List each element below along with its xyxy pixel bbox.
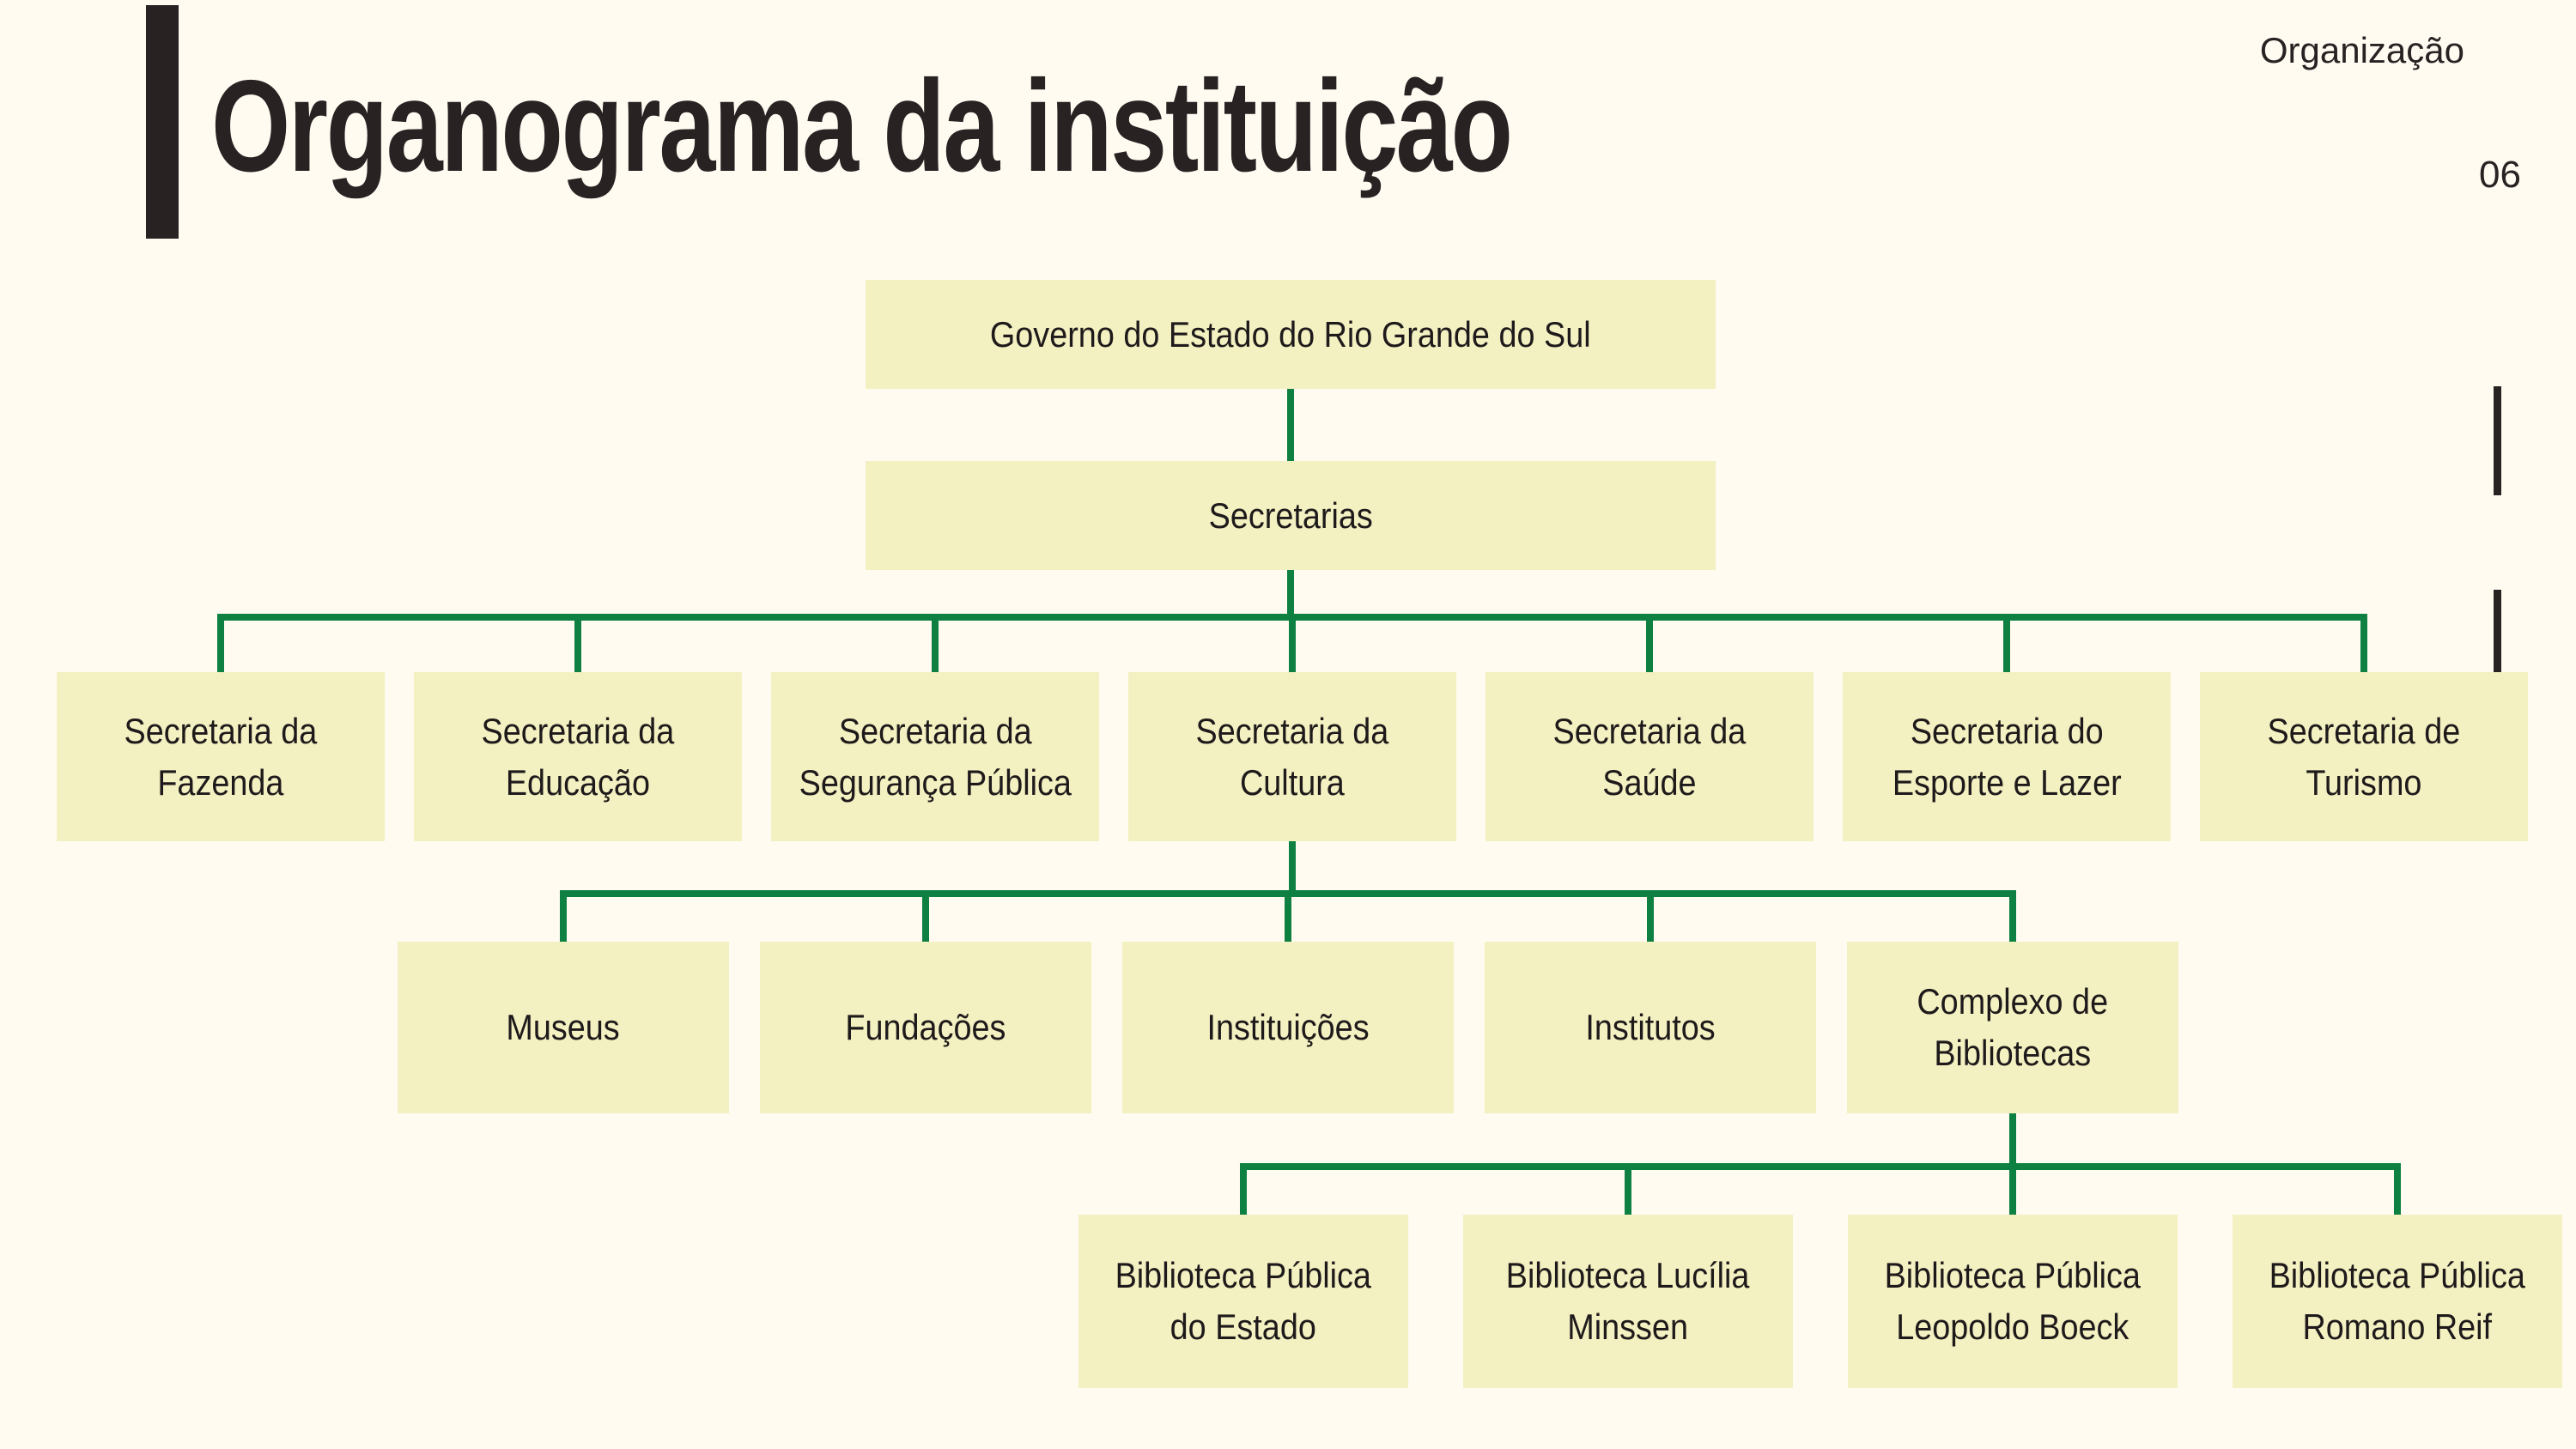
- org-node-label: Instituições: [1206, 1007, 1370, 1047]
- org-node-governo: Governo do Estado do Rio Grande do Sul: [866, 280, 1716, 389]
- org-node-biblioteca-lucilia: Biblioteca Lucília Minssen: [1463, 1215, 1793, 1388]
- connector-cultura-rail: [1289, 841, 1296, 890]
- org-node-fazenda: Secretaria da Fazenda: [57, 672, 385, 841]
- connector-secretarias-rail: [1287, 570, 1294, 614]
- org-node-seguranca: Secretaria da Segurança Pública: [771, 672, 1099, 841]
- org-node-label: Governo do Estado do Rio Grande do Sul: [990, 313, 1591, 355]
- connector-drop-cultura: [1289, 614, 1296, 672]
- connector-drop-fundacoes: [922, 890, 929, 942]
- org-node-label: Fundações: [845, 1007, 1006, 1047]
- org-node-label: Biblioteca Pública Leopoldo Boeck: [1884, 1255, 2142, 1347]
- connector-drop-bpe: [1240, 1163, 1247, 1215]
- connector-drop-complexo: [2009, 890, 2016, 942]
- right-edge-bar-bottom: [2494, 590, 2501, 684]
- org-node-educacao: Secretaria da Educação: [414, 672, 742, 841]
- title-accent-bar: [146, 5, 179, 239]
- connector-root-secretarias: [1287, 389, 1294, 461]
- org-node-label: Secretarias: [1208, 494, 1373, 536]
- connector-drop-esporte: [2003, 614, 2010, 672]
- connector-drop-fazenda: [217, 614, 224, 672]
- org-node-biblioteca-leopoldo: Biblioteca Pública Leopoldo Boeck: [1848, 1215, 2178, 1388]
- org-node-label: Biblioteca Lucília Minssen: [1506, 1255, 1750, 1347]
- org-node-turismo: Secretaria de Turismo: [2200, 672, 2528, 841]
- connector-rail-level5: [1240, 1163, 2401, 1170]
- connector-drop-institutos: [1647, 890, 1654, 942]
- org-node-label: Secretaria do Esporte e Lazer: [1892, 710, 2122, 803]
- org-node-fundacoes: Fundações: [760, 942, 1091, 1113]
- org-node-label: Institutos: [1585, 1007, 1716, 1047]
- org-node-saude: Secretaria da Saúde: [1485, 672, 1814, 841]
- org-node-museus: Museus: [398, 942, 729, 1113]
- org-node-label: Secretaria da Educação: [481, 710, 675, 803]
- org-node-label: Secretaria da Segurança Pública: [799, 710, 1072, 803]
- org-node-label: Biblioteca Pública do Estado: [1115, 1255, 1372, 1347]
- org-node-secretarias: Secretarias: [866, 461, 1716, 570]
- eyebrow-label: Organização: [2259, 30, 2464, 70]
- page-title: Organograma da instituição: [211, 53, 1513, 199]
- org-node-instituicoes: Instituições: [1122, 942, 1454, 1113]
- connector-drop-museus: [560, 890, 567, 942]
- connector-drop-romano: [2394, 1163, 2401, 1215]
- org-node-label: Secretaria da Fazenda: [124, 710, 318, 803]
- connector-drop-saude: [1646, 614, 1653, 672]
- org-node-label: Secretaria da Saúde: [1552, 710, 1747, 803]
- org-node-label: Secretaria de Turismo: [2267, 710, 2461, 803]
- org-node-complexo-bibliotecas: Complexo de Bibliotecas: [1847, 942, 2178, 1113]
- org-node-esporte: Secretaria do Esporte e Lazer: [1843, 672, 2171, 841]
- org-node-label: Secretaria da Cultura: [1195, 710, 1389, 803]
- connector-complexo-rail: [2009, 1113, 2016, 1163]
- connector-drop-educacao: [574, 614, 581, 672]
- org-node-label: Museus: [506, 1007, 621, 1047]
- connector-drop-seguranca: [932, 614, 939, 672]
- org-node-institutos: Institutos: [1485, 942, 1816, 1113]
- connector-drop-turismo: [2360, 614, 2367, 672]
- right-edge-bar-top: [2494, 386, 2501, 495]
- connector-drop-leopoldo: [2009, 1163, 2016, 1215]
- org-node-label: Complexo de Bibliotecas: [1917, 981, 2109, 1073]
- org-node-cultura: Secretaria da Cultura: [1128, 672, 1456, 841]
- org-node-biblioteca-romano: Biblioteca Pública Romano Reif: [2233, 1215, 2562, 1388]
- page-number: 06: [2479, 154, 2521, 196]
- connector-drop-instituicoes: [1285, 890, 1291, 942]
- org-node-biblioteca-estado: Biblioteca Pública do Estado: [1078, 1215, 1408, 1388]
- connector-drop-lucilia: [1625, 1163, 1631, 1215]
- org-node-label: Biblioteca Pública Romano Reif: [2269, 1255, 2526, 1347]
